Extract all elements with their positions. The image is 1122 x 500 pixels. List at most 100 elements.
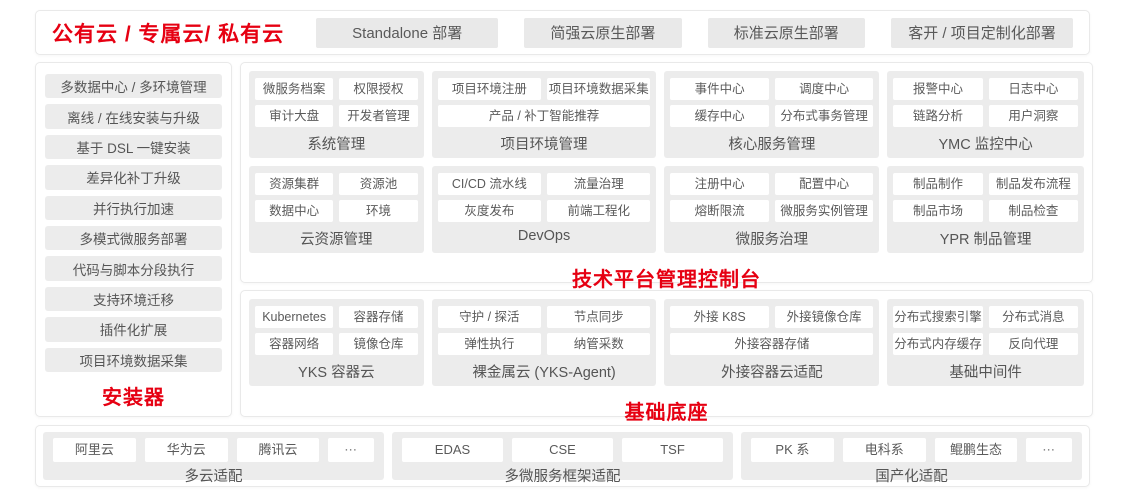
group-domestic-adaptation: PK 系 电科系 鲲鹏生态 ⋯ 国产化适配 xyxy=(741,432,1082,485)
deploy-option-lite-cloud-native: 简强云原生部署 xyxy=(524,17,682,48)
module-chip: 注册中心 xyxy=(670,173,769,195)
module-chip: 制品制作 xyxy=(893,173,983,195)
group-microservice-framework-adaptation: EDAS CSE TSF 多微服务框架适配 xyxy=(392,432,733,485)
group-ymc-monitoring-center: 报警中心 日志中心 链路分析 用户洞察 YMC 监控中心 xyxy=(887,71,1084,158)
installer-feature: 代码与脚本分段执行 xyxy=(45,256,222,281)
vendor-chip: 华为云 xyxy=(144,438,228,462)
module-chip: 链路分析 xyxy=(893,105,983,127)
group-core-service-management: 事件中心 调度中心 缓存中心 分布式事务管理 核心服务管理 xyxy=(664,71,880,158)
module-chip: 前端工程化 xyxy=(547,200,651,222)
deployment-mode-bar: 公有云 / 专属云/ 私有云 Standalone 部署 简强云原生部署 标准云… xyxy=(35,10,1090,55)
framework-chip: CSE xyxy=(512,438,613,462)
module-chip: 分布式事务管理 xyxy=(774,105,874,127)
group-label: 云资源管理 xyxy=(300,232,373,248)
group-label: 多微服务框架适配 xyxy=(504,469,621,485)
group-label: 核心服务管理 xyxy=(728,137,816,153)
deploy-option-custom: 客开 / 项目定制化部署 xyxy=(890,17,1073,48)
module-chip: 资源池 xyxy=(339,173,418,195)
module-chip: 报警中心 xyxy=(893,78,983,100)
platform-section-label: 技术平台管理控制台 xyxy=(572,269,761,291)
installer-feature: 多模式微服务部署 xyxy=(45,226,222,251)
installer-feature: 插件化扩展 xyxy=(45,317,222,342)
group-label: DevOps xyxy=(517,228,571,244)
installer-feature: 多数据中心 / 多环境管理 xyxy=(45,74,222,99)
module-chip: 调度中心 xyxy=(774,78,874,100)
module-chip: 微服务实例管理 xyxy=(774,200,874,222)
group-label: 微服务治理 xyxy=(735,232,809,248)
installer-feature: 支持环境迁移 xyxy=(45,286,222,312)
module-chip: 开发者管理 xyxy=(339,105,418,127)
group-label: 项目环境管理 xyxy=(500,137,588,153)
group-multi-cloud-adaptation: 阿里云 华为云 腾讯云 ⋯ 多云适配 xyxy=(43,432,384,485)
module-chip: 制品检查 xyxy=(988,200,1079,222)
module-chip: 外接镜像仓库 xyxy=(774,306,874,328)
module-chip: 分布式搜索引擎 xyxy=(893,306,983,328)
module-chip: 审计大盘 xyxy=(255,105,334,127)
group-label: YMC 监控中心 xyxy=(938,137,1033,153)
module-chip: 制品市场 xyxy=(893,200,983,222)
ecosystem-chip: 电科系 xyxy=(842,438,926,462)
group-label: 基础中间件 xyxy=(949,365,1022,381)
module-chip: 资源集群 xyxy=(255,173,334,195)
platform-console-section: 微服务档案 权限授权 审计大盘 开发者管理 系统管理 项目环境注册 项目环境数据… xyxy=(240,62,1093,291)
base-foundation-section: Kubernetes 容器存储 容器网络 镜像仓库 YKS 容器云 守护 / 探… xyxy=(240,290,1093,424)
ecosystem-chip: PK 系 xyxy=(751,438,834,462)
module-chip: 分布式消息 xyxy=(988,306,1079,328)
module-chip: 外接 K8S xyxy=(670,306,769,328)
deploy-option-standard-cloud-native: 标准云原生部署 xyxy=(707,17,865,48)
module-chip: CI/CD 流水线 xyxy=(437,173,542,195)
deploy-option-standalone: Standalone 部署 xyxy=(316,17,499,48)
module-chip: 纳管采数 xyxy=(547,333,651,355)
group-basic-middleware: 分布式搜索引擎 分布式消息 分布式内存缓存 反向代理 基础中间件 xyxy=(887,299,1084,386)
module-chip: 灰度发布 xyxy=(437,200,542,222)
module-chip: 守护 / 探活 xyxy=(437,306,542,328)
group-external-container-cloud: 外接 K8S 外接镜像仓库 外接容器存储 外接容器云适配 xyxy=(664,299,880,386)
cloud-types-title: 公有云 / 专属云/ 私有云 xyxy=(52,22,285,46)
module-chip: 环境 xyxy=(339,200,418,222)
module-chip: 熔断限流 xyxy=(670,200,769,222)
group-label: 外接容器云适配 xyxy=(721,365,823,381)
module-chip: 配置中心 xyxy=(774,173,874,195)
module-chip: 外接容器存储 xyxy=(670,333,874,355)
installer-panel: 多数据中心 / 多环境管理 离线 / 在线安装与升级 基于 DSL 一键安装 差… xyxy=(35,62,232,417)
framework-chip: EDAS xyxy=(402,438,503,462)
group-label: YKS 容器云 xyxy=(298,365,375,381)
module-chip: 项目环境注册 xyxy=(437,78,542,100)
module-chip: 弹性执行 xyxy=(437,333,542,355)
module-chip: 数据中心 xyxy=(255,200,334,222)
module-chip: 用户洞察 xyxy=(988,105,1079,127)
module-chip: 节点同步 xyxy=(547,306,651,328)
module-chip: 缓存中心 xyxy=(670,105,769,127)
module-chip: 事件中心 xyxy=(670,78,769,100)
installer-feature: 并行执行加速 xyxy=(45,195,222,221)
group-microservice-governance: 注册中心 配置中心 熔断限流 微服务实例管理 微服务治理 xyxy=(664,166,880,253)
module-chip: 流量治理 xyxy=(547,173,651,195)
module-chip: 微服务档案 xyxy=(255,78,334,100)
framework-chip: TSF xyxy=(622,438,723,462)
base-section-label: 基础底座 xyxy=(624,402,709,424)
more-ellipsis: ⋯ xyxy=(1026,438,1072,462)
module-chip: 项目环境数据采集 xyxy=(547,78,651,100)
module-chip: 容器网络 xyxy=(255,333,334,355)
installer-section-label: 安装器 xyxy=(102,387,165,410)
installer-feature: 差异化补丁升级 xyxy=(45,165,222,190)
module-chip: 镜像仓库 xyxy=(339,333,418,355)
group-devops: CI/CD 流水线 流量治理 灰度发布 前端工程化 DevOps xyxy=(431,166,657,253)
module-chip: 制品发布流程 xyxy=(988,173,1079,195)
installer-feature: 离线 / 在线安装与升级 xyxy=(45,104,222,129)
group-project-env-management: 项目环境注册 项目环境数据采集 产品 / 补丁智能推荐 项目环境管理 xyxy=(431,71,657,158)
vendor-chip: 腾讯云 xyxy=(236,438,320,462)
module-chip: 产品 / 补丁智能推荐 xyxy=(437,105,651,127)
group-system-management: 微服务档案 权限授权 审计大盘 开发者管理 系统管理 xyxy=(249,71,424,158)
more-ellipsis: ⋯ xyxy=(328,438,374,462)
group-label: YPR 制品管理 xyxy=(939,232,1032,248)
group-yks-container-cloud: Kubernetes 容器存储 容器网络 镜像仓库 YKS 容器云 xyxy=(249,299,424,386)
ecosystem-chip: 鲲鹏生态 xyxy=(934,438,1018,462)
group-ypr-artifact-management: 制品制作 制品发布流程 制品市场 制品检查 YPR 制品管理 xyxy=(887,166,1084,253)
module-chip: 分布式内存缓存 xyxy=(893,333,983,355)
installer-feature: 项目环境数据采集 xyxy=(45,347,222,373)
module-chip: 权限授权 xyxy=(339,78,418,100)
group-cloud-resource-management: 资源集群 资源池 数据中心 环境 云资源管理 xyxy=(249,166,424,253)
adaptation-bar: 阿里云 华为云 腾讯云 ⋯ 多云适配 EDAS CSE TSF 多微服务框架适配… xyxy=(35,425,1090,487)
group-label: 国产化适配 xyxy=(875,469,948,485)
